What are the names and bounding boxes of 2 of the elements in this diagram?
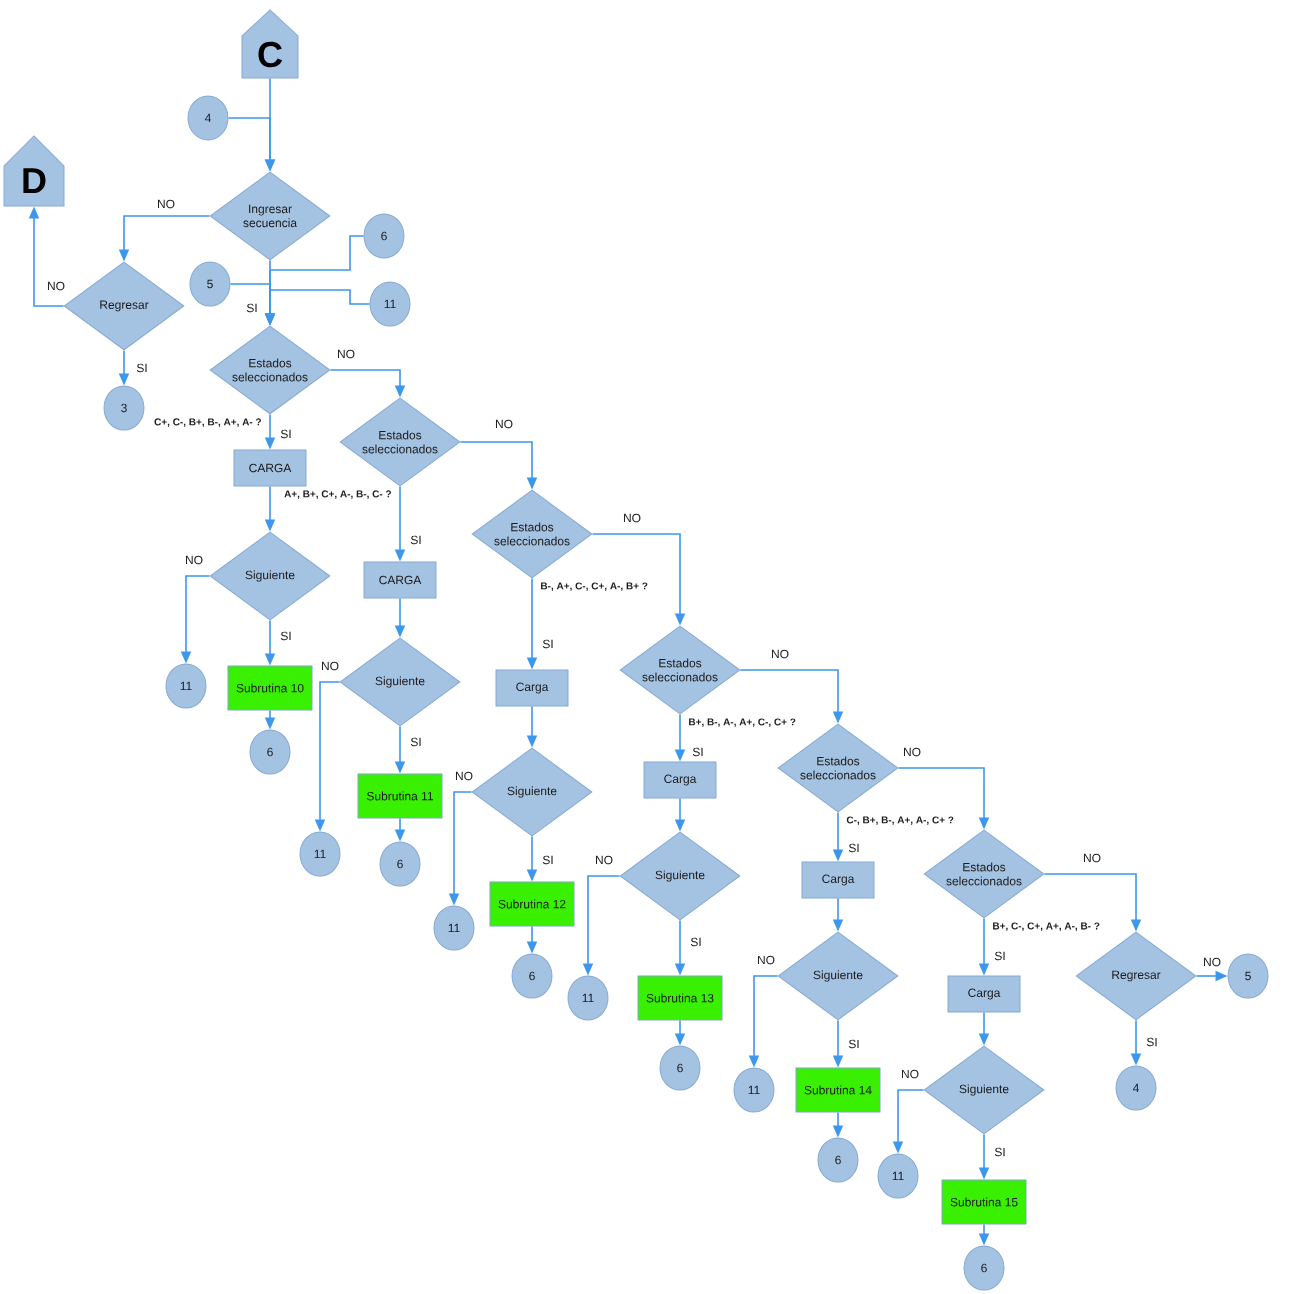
- offpage-connector: D: [3, 135, 65, 207]
- offpage-connector: C: [241, 9, 299, 79]
